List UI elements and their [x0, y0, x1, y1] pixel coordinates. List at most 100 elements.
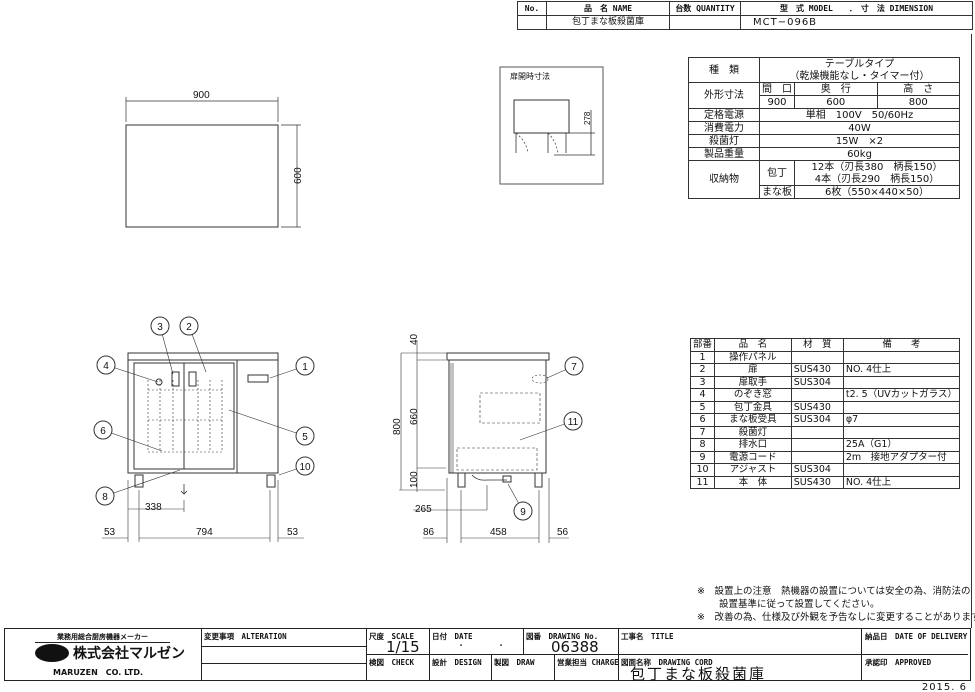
door-inset-title: 扉開時寸法 — [510, 71, 550, 81]
drawing-no-label: 図番 DRAWING No. — [526, 632, 599, 641]
spec-type-label: 種 類 — [688, 57, 760, 83]
drawing-no-cell: 図番 DRAWING No. 06388 — [523, 629, 619, 656]
drawing-name-value: 包丁まな板殺菌庫 — [630, 665, 767, 683]
callout-number: 5 — [302, 432, 308, 443]
front-dim-338: 338 — [145, 502, 162, 513]
sheet-border-right — [971, 34, 972, 628]
parts-cell: SUS430 — [790, 475, 844, 489]
spec-knife-1: 12本（刃長380 柄長150） — [794, 160, 960, 173]
callout-number: 3 — [157, 322, 163, 333]
side-dim-56: 56 — [557, 527, 569, 538]
charge-label: 営業担当 CHARGE — [557, 658, 619, 667]
company-name-jp: 株式会社マルゼン — [73, 646, 185, 662]
parts-cell: NO. 4仕上 — [842, 475, 961, 489]
callout-number: 7 — [571, 362, 577, 373]
note-1a: 設置上の注意 熱機器の設置については安全の為、消防法の — [714, 586, 971, 597]
callout-5: 5 — [228, 409, 315, 446]
callout-11: 11 — [519, 411, 583, 441]
callout-2: 2 — [179, 316, 207, 373]
draw-label: 製図 DRAW — [494, 658, 535, 667]
title-cell: 工事名 TITLE 図面名称 DRAWING CORD 包丁まな板殺菌庫 — [618, 629, 862, 683]
technical-drawings: 扉開時寸法 278 900 600 338 53 — [93, 66, 604, 543]
top-width-dim: 900 — [193, 90, 210, 101]
check-label: 検図 CHECK — [369, 658, 415, 667]
callout-8: 8 — [95, 469, 181, 506]
callout-4: 4 — [96, 355, 159, 383]
callout-number: 8 — [102, 492, 108, 503]
design-label: 設計 DESIGN — [432, 658, 482, 667]
note-1b: 設置基準に従って設置してください。 — [719, 599, 880, 610]
callout-number: 2 — [186, 322, 192, 333]
parts-cell: 7 — [689, 425, 716, 439]
side-dim-100: 100 — [409, 471, 420, 488]
callout-3: 3 — [150, 316, 174, 375]
alteration-cell: 変更事項 ALTERATION — [201, 629, 367, 680]
maker-tag: 業務用総合厨房機器メーカー — [35, 632, 170, 643]
spec-board: 6枚（550×440×50） — [794, 185, 960, 199]
notes: ※ 設置上の注意 熱機器の設置については安全の為、消防法の 設置基準に従って設置… — [697, 585, 975, 624]
header-name: 包丁まな板殺菌庫 — [546, 15, 670, 30]
callout-9: 9 — [507, 483, 533, 521]
company-logo-icon — [35, 644, 69, 662]
front-dim-left: 53 — [104, 527, 116, 538]
side-dim-40: 40 — [409, 333, 420, 345]
side-view: 40 660 800 100 265 86 458 56 7 11 9 — [392, 333, 584, 543]
callout-6: 6 — [93, 420, 163, 452]
parts-header: 部番 — [689, 338, 716, 352]
alteration-label: 変更事項 ALTERATION — [204, 632, 287, 641]
drawing-no-value: 06388 — [551, 638, 599, 656]
callout-number: 11 — [568, 417, 579, 428]
spec-table: 種 類 テーブルタイプ （乾燥機能なし・タイマー付） 外形寸法 間 口 奥 行 … — [688, 57, 960, 199]
header-model: MCT−096B — [740, 15, 973, 30]
front-dim-794: 794 — [196, 527, 213, 538]
callout-number: 1 — [302, 362, 308, 373]
spec-dim-w-label: 間 口 — [759, 82, 795, 96]
callout-number: 9 — [520, 507, 526, 518]
note-mark: ※ — [697, 612, 705, 623]
note-2: 改善の為、仕様及び外観を予告なしに変更することがあります。 — [714, 612, 975, 623]
callout-number: 6 — [100, 426, 106, 437]
front-dim-right: 53 — [287, 527, 299, 538]
top-view: 900 600 — [125, 90, 304, 228]
door-inset-dim: 278 — [583, 111, 592, 125]
callout-1: 1 — [269, 356, 315, 379]
side-dim-800: 800 — [392, 418, 403, 435]
logo-area: 業務用総合厨房機器メーカー 株式会社マルゼン MARUZEN CO. LTD. — [5, 629, 202, 680]
parts-cell: 4 — [689, 388, 716, 402]
spec-type-value-1: テーブルタイプ — [759, 57, 960, 70]
scale-label: 尺度 SCALE — [369, 632, 415, 641]
title-block: 業務用総合厨房機器メーカー 株式会社マルゼン MARUZEN CO. LTD. … — [4, 628, 971, 683]
side-dim-660: 660 — [409, 408, 420, 425]
side-dim-86: 86 — [423, 527, 435, 538]
callout-number: 10 — [299, 462, 311, 473]
side-dim-458: 458 — [490, 527, 507, 538]
date-cell: 日付 DATE ・ ・ — [429, 629, 524, 654]
callout-7: 7 — [546, 356, 584, 379]
scale-cell: 尺度 SCALE 1/15 検図 CHECK — [366, 629, 430, 680]
approved-label: 承認印 APPROVED — [865, 658, 932, 667]
callout-10: 10 — [278, 456, 315, 476]
parts-cell: 11 — [689, 475, 716, 489]
spec-storage-label: 収納物 — [688, 160, 760, 199]
date-value: ・ ・ — [457, 641, 505, 650]
top-depth-dim: 600 — [293, 167, 304, 184]
side-dim-265: 265 — [415, 504, 432, 515]
issue-date: 2015. 6 — [921, 682, 967, 692]
scale-value: 1/15 — [386, 638, 420, 656]
door-open-inset: 扉開時寸法 278 — [499, 66, 604, 185]
company-name-en: MARUZEN CO. LTD. — [53, 668, 143, 677]
title-label: 工事名 TITLE — [621, 632, 674, 641]
spec-weight: 60kg — [759, 147, 960, 161]
callout-number: 4 — [103, 361, 109, 372]
date-label: 日付 DATE — [432, 632, 473, 641]
